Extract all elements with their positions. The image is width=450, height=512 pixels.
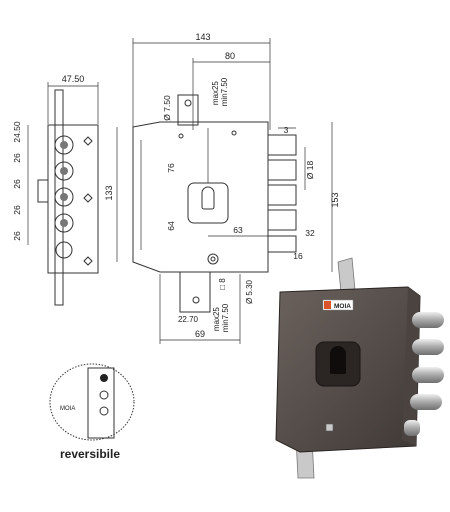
bottom-width-label: 69 [195,329,205,339]
front-view: 143 80 Ø 7.50 max25 min7.50 3 Ø 18 153 3… [104,32,340,344]
latch-label: 16 [293,251,303,261]
bolt-dia-label: Ø 18 [305,161,315,180]
hole-small-label: Ø 5.30 [245,279,254,304]
reversible-inset: MOIA reversibile [49,363,135,461]
plate-thick-label: 3 [284,125,289,135]
overall-width-label: 143 [195,32,210,42]
side-top-label: 24.50 [12,121,22,143]
cylinder-plate [187,182,229,224]
side-gap2-label: 26 [12,179,22,189]
bolt-offset-label: 32 [305,228,315,238]
height-right-label: 153 [330,192,340,207]
side-width-label: 47.50 [62,74,85,84]
bolt-travel-label: max25 min7.50 [211,77,229,106]
caption-reversibile: reversibile [60,447,120,461]
front-body [132,121,269,273]
bottom-offset-label: 22.70 [178,315,199,324]
cylinder-hole [201,186,215,210]
photo-brand-label: MOIA [334,303,351,310]
lock-photo: MOIA [275,257,444,479]
sq-label: □ 8 [218,278,227,290]
side-gap4-label: 26 [12,231,22,241]
top-tab [177,94,199,126]
height-left-label: 133 [104,185,114,200]
side-gap3-label: 26 [12,205,22,215]
inset-brand-label: MOIA [60,406,75,412]
bottom-tab [179,271,211,313]
side-tab [37,179,49,203]
side-gap1-label: 26 [12,153,22,163]
side-bolts [54,135,74,259]
backset-label: 63 [233,225,243,235]
to-bolts-label: 80 [225,51,235,61]
side-view: 47.50 24.50 26 26 26 26 [12,74,99,306]
hole-dia-label: Ø 7.50 [162,95,172,121]
bottom-travel-label: max25 min7.50 [212,303,230,332]
photo-bolts [404,312,444,436]
cyl-height-label: 76 [166,163,176,173]
cyl-low-label: 64 [166,221,176,231]
